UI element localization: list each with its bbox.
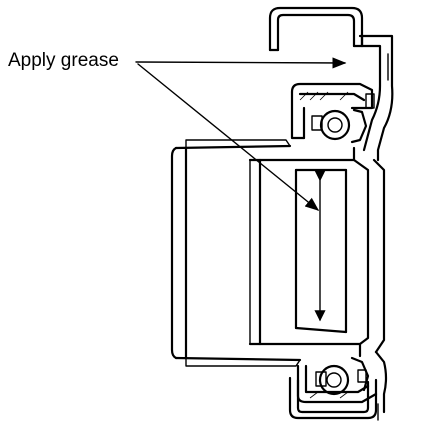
housing-upper xyxy=(358,34,394,162)
section-hatching xyxy=(299,91,349,399)
bearing-race-upper xyxy=(290,82,374,110)
leader-lines xyxy=(135,57,347,211)
ball-upper xyxy=(319,109,351,141)
sleeve-outline xyxy=(170,146,178,360)
housing-right-wall xyxy=(372,158,386,354)
retainer-clip-bottom xyxy=(288,376,378,420)
leader-line-lower xyxy=(137,63,320,211)
apply-grease-label: Apply grease xyxy=(8,50,119,71)
leader-line-upper xyxy=(135,57,347,69)
retainer-clip-top xyxy=(268,6,364,52)
ball-lower xyxy=(318,364,350,396)
housing-lower xyxy=(374,350,388,414)
bearing-race-lower xyxy=(296,364,378,404)
